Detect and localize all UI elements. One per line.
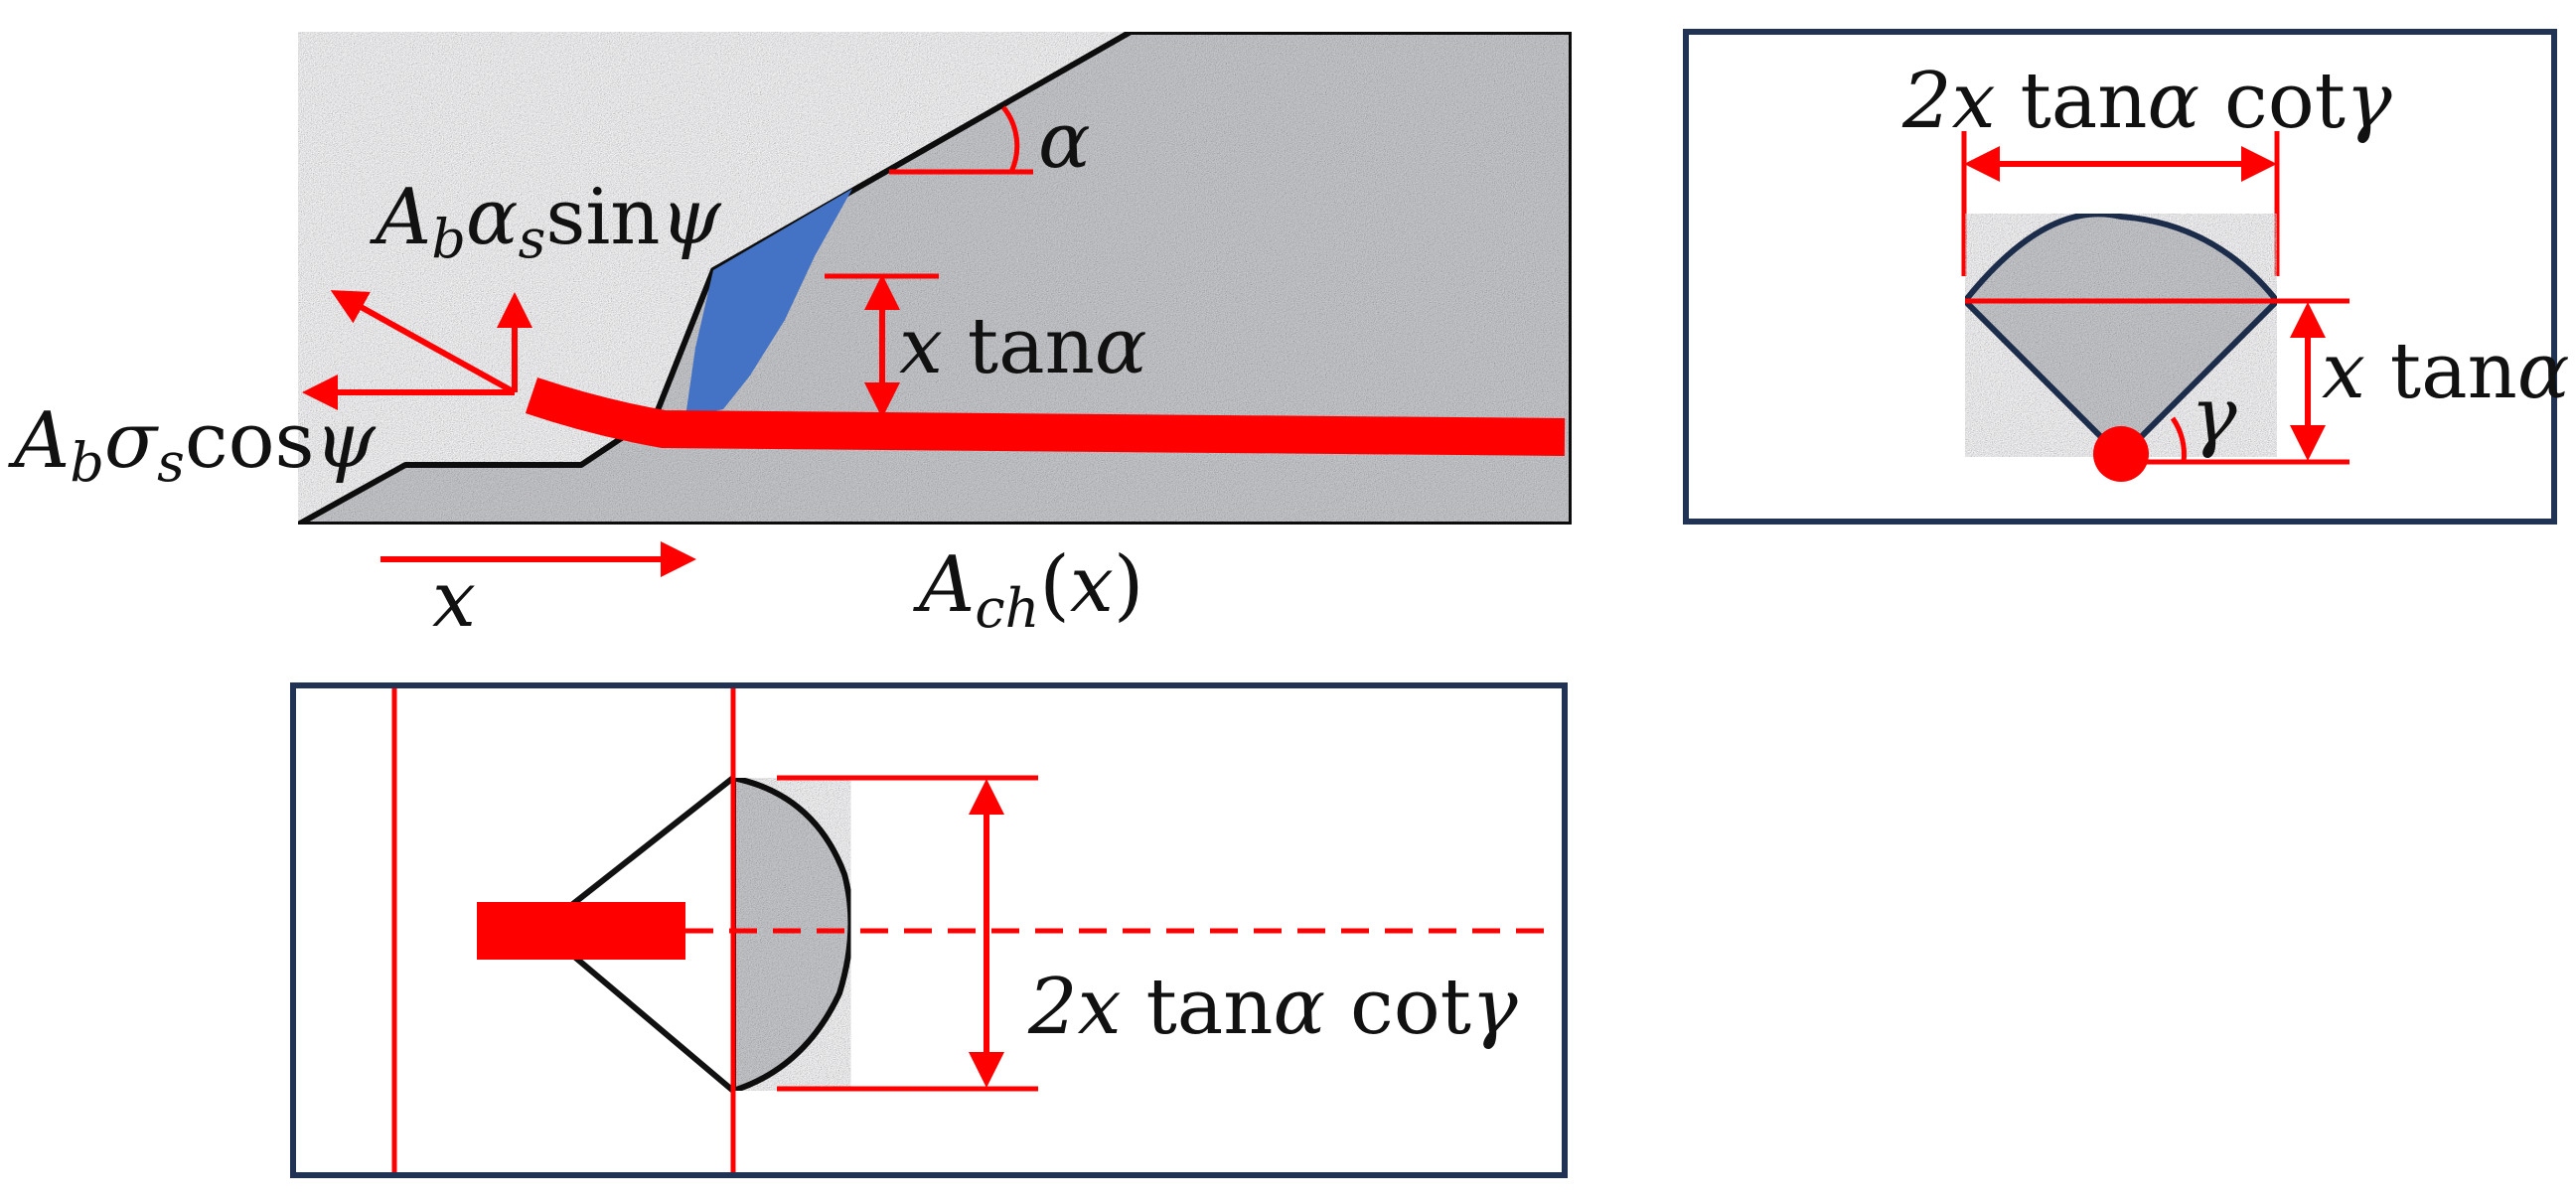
x-axis-label: x	[432, 555, 476, 645]
gamma-label: γ	[2191, 372, 2237, 461]
horizontal-force-label: Abσscosψ	[8, 396, 377, 494]
anchor-bar-plan	[477, 902, 685, 960]
anchor-bar-section	[2093, 426, 2149, 482]
depth-label-main: x tanα	[899, 302, 1147, 391]
anchor-bar	[525, 377, 1566, 456]
width-label-bottom: 2x tanα cotγ	[1027, 963, 1518, 1052]
breakout-cone-section	[1962, 211, 2280, 460]
area-label: Ach(x)	[913, 540, 1143, 640]
breakout-cone-plan	[730, 775, 854, 1094]
plan-view-panel: 2x tanα cotγ	[290, 682, 1568, 1178]
front-view-panel: 2x tanα cotγ γ x tanα	[1683, 29, 2570, 525]
depth-label-right: x tanα	[2322, 327, 2570, 416]
main-section: α x tanα Abαssinψ Abσscosψ x Ach(x)	[8, 29, 1575, 645]
vertical-force-label: Abαssinψ	[370, 173, 722, 270]
gamma-angle-arc	[2170, 416, 2187, 463]
alpha-label: α	[1038, 96, 1091, 186]
force-arrows	[302, 290, 532, 410]
alpha-angle-arc	[1001, 105, 1020, 174]
width-label-top: 2x tanα cotγ	[1901, 57, 2392, 146]
resultant-force-arrow	[330, 290, 517, 395]
breakout-region	[685, 189, 852, 417]
